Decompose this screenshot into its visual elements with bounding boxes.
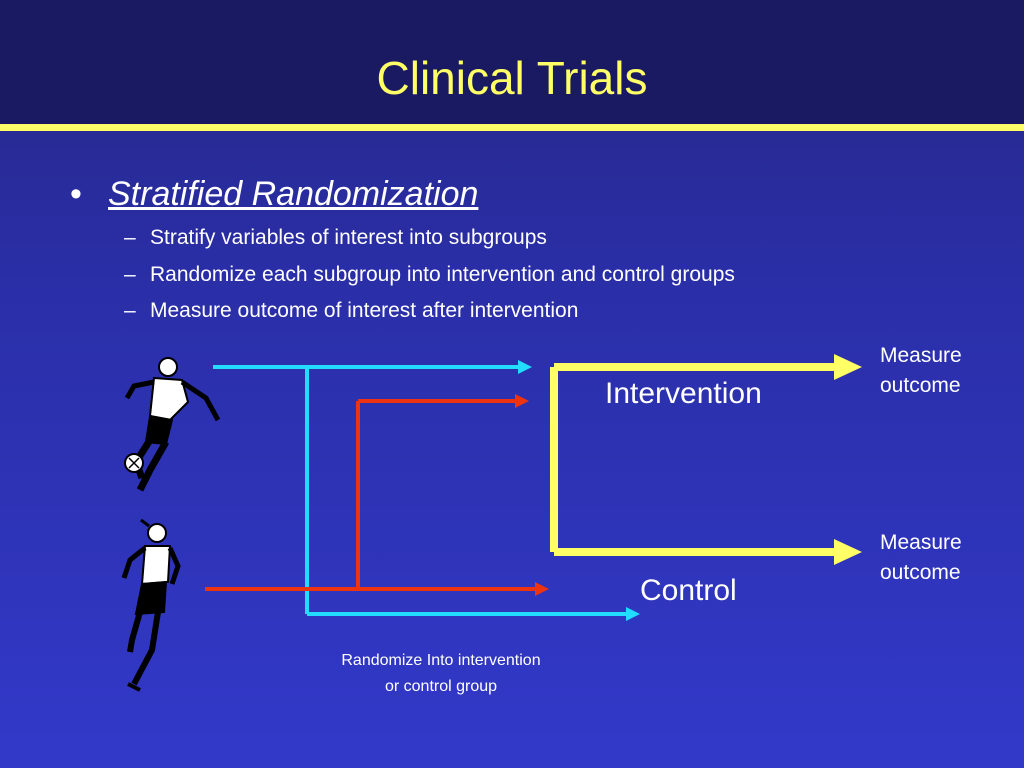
intervention-label: Intervention: [605, 377, 762, 410]
red-arrowhead-top: [515, 394, 529, 408]
title-divider: [0, 124, 1024, 131]
cyan-arrowhead-top: [518, 360, 532, 374]
female-runner-icon: [121, 518, 181, 692]
title-band: [0, 0, 1024, 128]
dash-icon: –: [124, 226, 136, 249]
red-randomization-path: [205, 399, 536, 591]
cyan-arrowhead-bottom: [626, 607, 640, 621]
bullet-heading: Stratified Randomization: [108, 175, 479, 213]
control-label: Control: [640, 574, 737, 607]
yellow-arrowhead-top: [834, 354, 862, 380]
male-soccer-player-icon: [124, 357, 221, 492]
measure-outcome-top: Measure outcome: [880, 344, 962, 397]
dash-icon: –: [124, 299, 136, 322]
measure-outcome-bottom: Measure outcome: [880, 531, 962, 584]
dash-icon: –: [124, 263, 136, 286]
sub-item-stratify: –Stratify variables of interest into sub…: [124, 224, 547, 252]
bullet-dot-icon: •: [70, 175, 82, 213]
cyan-randomization-path: [213, 365, 628, 616]
yellow-outcome-bracket: [550, 363, 836, 556]
sub-item-randomize: –Randomize each subgroup into interventi…: [124, 261, 735, 289]
yellow-arrowhead-bottom: [834, 539, 862, 565]
red-arrowhead-bottom: [535, 582, 549, 596]
slide-title: Clinical Trials: [376, 52, 648, 104]
randomize-caption: Randomize Into intervention or control g…: [341, 652, 541, 695]
sub-item-measure: –Measure outcome of interest after inter…: [124, 297, 578, 325]
